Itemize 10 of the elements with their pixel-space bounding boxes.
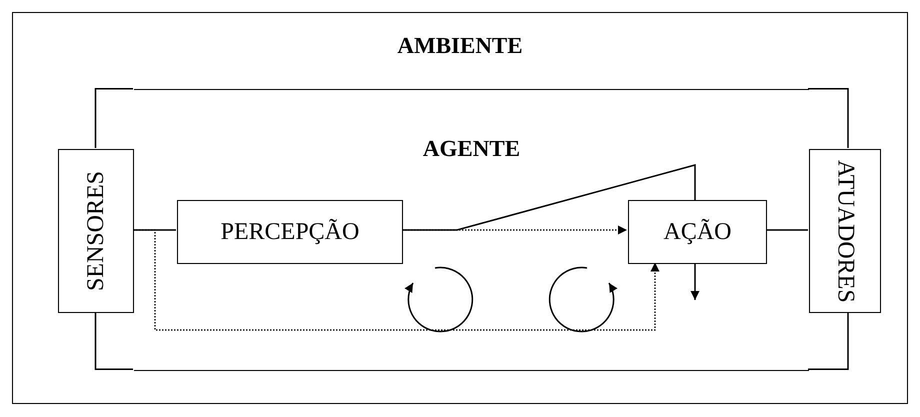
connector-line: [133, 229, 176, 231]
dotted-arrow: [133, 229, 660, 331]
connector-line: [766, 229, 808, 231]
heading: AGENTE: [422, 136, 520, 161]
actuator-box: ATUADORES: [809, 149, 881, 313]
environment-box: [12, 12, 908, 404]
heading: AMBIENTE: [397, 33, 523, 58]
sensor-box: SENSORES: [58, 149, 134, 313]
process-box: AÇÃO: [628, 200, 767, 264]
process-box: PERCEPÇÃO: [177, 200, 403, 264]
